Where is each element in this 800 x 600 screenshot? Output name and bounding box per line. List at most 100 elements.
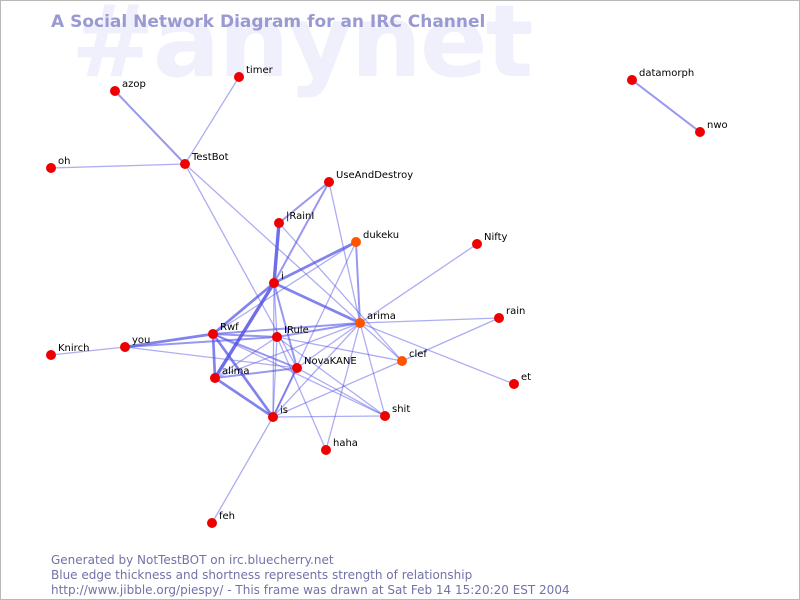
node-NovaKANE[interactable] bbox=[292, 363, 302, 373]
edges-layer bbox=[50, 76, 701, 524]
node-label-alima: alima bbox=[222, 366, 250, 377]
node-Nifty[interactable] bbox=[472, 239, 482, 249]
edge-clef-is bbox=[272, 360, 403, 418]
edge-alima-is bbox=[213, 376, 275, 419]
node-IRule[interactable] bbox=[272, 332, 282, 342]
edge-Rwf-shit bbox=[212, 333, 386, 417]
node-label-arima: arima bbox=[367, 311, 396, 322]
edge-IRule-haha bbox=[276, 336, 327, 451]
edge-i-is bbox=[272, 282, 275, 418]
edge-IRainI-clef bbox=[278, 222, 403, 362]
edge-is-shit bbox=[272, 415, 386, 418]
edge-UseAndDestroy-IRainI bbox=[278, 181, 330, 224]
node-rain[interactable] bbox=[494, 313, 504, 323]
node-label-shit: shit bbox=[392, 404, 410, 415]
node-label-Knirch: Knirch bbox=[58, 343, 89, 354]
node-label-UseAndDestroy: UseAndDestroy bbox=[336, 170, 413, 181]
node-label-you: you bbox=[132, 335, 150, 346]
edge-NovaKANE-is bbox=[272, 367, 298, 418]
node-TestBot[interactable] bbox=[180, 159, 190, 169]
edge-oh-TestBot bbox=[50, 163, 186, 169]
node-label-TestBot: TestBot bbox=[191, 152, 229, 163]
edge-arima-IRule bbox=[276, 322, 361, 338]
node-dukeku[interactable] bbox=[351, 237, 361, 247]
node-datamorph[interactable] bbox=[627, 75, 637, 85]
node-oh[interactable] bbox=[46, 163, 56, 173]
edge-clef-rain bbox=[401, 317, 500, 362]
edge-arima-Rwf bbox=[212, 322, 361, 335]
edge-arima-rain bbox=[359, 317, 500, 324]
footer: Generated by NotTestBOT on irc.bluecherr… bbox=[51, 553, 570, 598]
node-UseAndDestroy[interactable] bbox=[324, 177, 334, 187]
node-IRainI[interactable] bbox=[274, 218, 284, 228]
node-label-IRule: IRule bbox=[284, 325, 309, 336]
node-label-datamorph: datamorph bbox=[639, 68, 694, 79]
node-is[interactable] bbox=[268, 412, 278, 422]
edge-Nifty-arima bbox=[359, 243, 478, 324]
edge-UseAndDestroy-i bbox=[273, 181, 330, 284]
node-label-rain: rain bbox=[506, 306, 525, 317]
edge-you-NovaKANE bbox=[124, 346, 298, 369]
edge-i-alima bbox=[213, 281, 276, 380]
edge-IRule-shit bbox=[276, 336, 386, 417]
edge-Rwf-you bbox=[123, 332, 215, 349]
node-label-i: i bbox=[281, 271, 284, 282]
edge-azop-TestBot bbox=[114, 90, 186, 165]
node-arima[interactable] bbox=[355, 318, 365, 328]
footer-legend-note[interactable]: Blue edge thickness and shortness repres… bbox=[51, 568, 473, 582]
edge-datamorph-nwo bbox=[631, 79, 701, 133]
node-label-et: et bbox=[521, 372, 531, 383]
node-label-azop: azop bbox=[122, 79, 146, 90]
node-label-Nifty: Nifty bbox=[484, 232, 508, 243]
footer-generated-by: Generated by NotTestBOT on irc.bluecherr… bbox=[51, 553, 334, 567]
edge-arima-is bbox=[272, 322, 361, 418]
node-label-oh: oh bbox=[58, 156, 70, 167]
edge-i-IRule bbox=[273, 282, 278, 338]
edge-clef-IRule bbox=[276, 336, 403, 362]
node-label-NovaKANE: NovaKANE bbox=[304, 356, 357, 367]
nodes-layer bbox=[46, 72, 705, 528]
node-you[interactable] bbox=[120, 342, 130, 352]
node-Rwf[interactable] bbox=[208, 329, 218, 339]
labels-layer: azoptimerTestBotohUseAndDestroy|RainIduk… bbox=[58, 65, 728, 522]
node-i[interactable] bbox=[269, 278, 279, 288]
edge-arima-shit bbox=[359, 322, 386, 417]
edge-i-NovaKANE bbox=[273, 282, 298, 369]
node-et[interactable] bbox=[509, 379, 519, 389]
edge-NovaKANE-shit bbox=[296, 367, 386, 417]
edge-UseAndDestroy-arima bbox=[328, 181, 361, 324]
edge-Rwf-IRule bbox=[212, 333, 278, 338]
channel-watermark: #anynet bbox=[71, 0, 533, 100]
node-label-feh: feh bbox=[219, 511, 235, 522]
node-timer[interactable] bbox=[234, 72, 244, 82]
node-clef[interactable] bbox=[397, 356, 407, 366]
node-label-Rwf: Rwf bbox=[220, 322, 239, 333]
node-nwo[interactable] bbox=[695, 127, 705, 137]
node-feh[interactable] bbox=[207, 518, 217, 528]
node-label-dukeku: dukeku bbox=[363, 230, 399, 241]
node-label-is: is bbox=[280, 405, 288, 416]
edge-IRule-is bbox=[272, 336, 278, 418]
node-Knirch[interactable] bbox=[46, 350, 56, 360]
diagram-title: A Social Network Diagram for an IRC Chan… bbox=[51, 12, 486, 32]
node-label-IRainI: |RainI bbox=[286, 211, 314, 222]
node-label-nwo: nwo bbox=[707, 120, 728, 131]
edge-i-arima bbox=[272, 281, 362, 325]
edge-dukeku-i bbox=[272, 240, 358, 285]
node-azop[interactable] bbox=[110, 86, 120, 96]
edge-arima-haha bbox=[325, 322, 361, 451]
footer-url-timestamp[interactable]: http://www.jibble.org/piespy/ - This fra… bbox=[51, 583, 570, 597]
edge-IRule-you bbox=[124, 336, 278, 348]
edge-arima-clef bbox=[359, 322, 403, 362]
edge-i-Rwf bbox=[211, 281, 276, 336]
node-shit[interactable] bbox=[380, 411, 390, 421]
node-haha[interactable] bbox=[321, 445, 331, 455]
edge-arima-et bbox=[359, 322, 515, 385]
edge-you-Knirch bbox=[50, 346, 126, 356]
edge-timer-TestBot bbox=[184, 76, 240, 165]
edge-dukeku-arima bbox=[355, 241, 361, 324]
edge-NovaKANE-alima bbox=[214, 367, 298, 379]
node-alima[interactable] bbox=[210, 373, 220, 383]
